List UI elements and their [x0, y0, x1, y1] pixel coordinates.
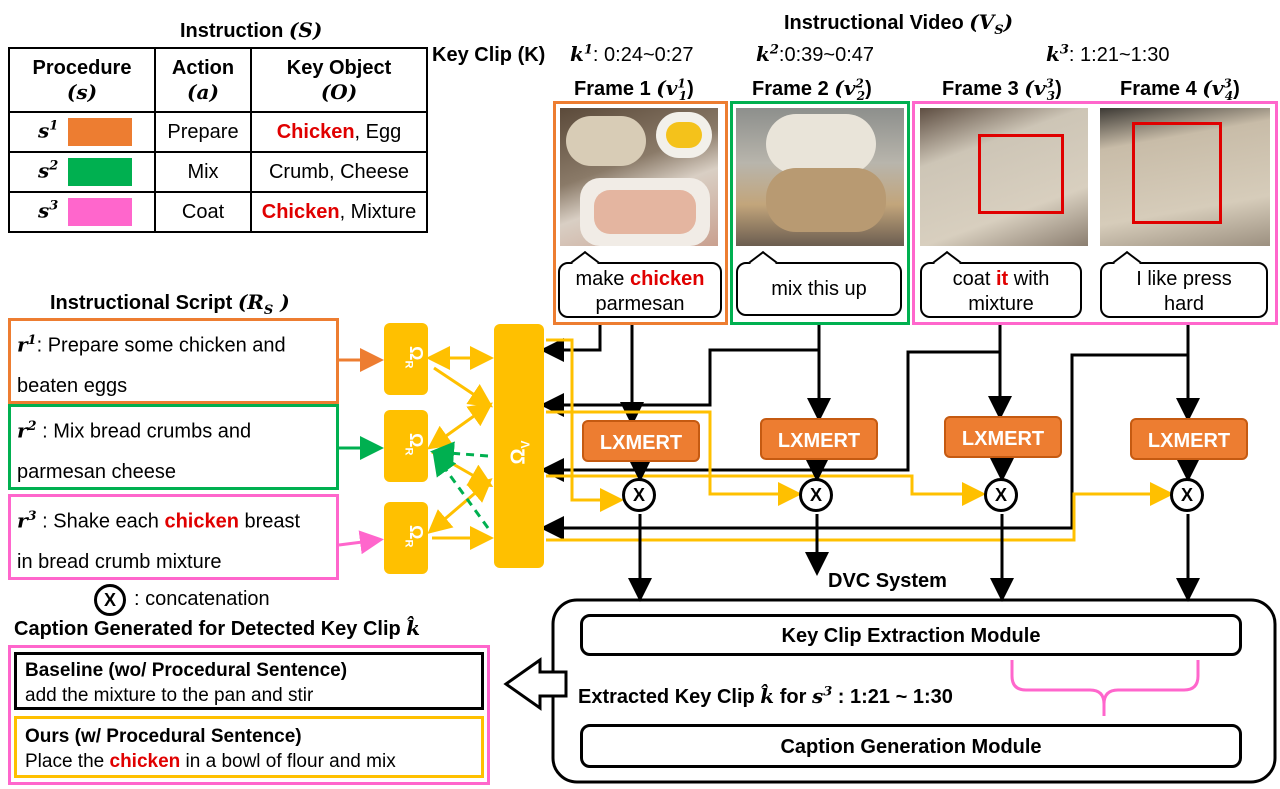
key-clip-extraction-module: Key Clip Extraction Module — [580, 614, 1242, 656]
attention-box — [978, 134, 1064, 214]
frame-34-border — [912, 101, 1278, 325]
concat-node-1: X — [622, 478, 656, 512]
frame-2-image — [736, 108, 904, 246]
lxmert-module-2: LXMERT — [760, 418, 878, 460]
frame-1-border — [553, 101, 728, 325]
arrow — [427, 402, 493, 450]
concat-node-2: X — [799, 478, 833, 512]
concat-node-3: X — [984, 478, 1018, 512]
lxmert-module-4: LXMERT — [1130, 418, 1248, 460]
header-action: Action(a) — [154, 47, 252, 113]
procedure-color-swatch — [68, 118, 133, 146]
table-row: s3 Coat Chicken, Mixture — [8, 191, 428, 233]
frame-2-border — [730, 101, 910, 325]
omega-r-module-2 — [384, 410, 428, 482]
omega-r-label: ΩR — [402, 433, 426, 456]
frame-label-3: Frame 3 (v33) — [942, 76, 1062, 103]
video-title: Instructional Video (VS) — [784, 10, 1014, 38]
captions-title: Caption Generated for Detected Key Clip … — [14, 616, 421, 640]
key-clip-label: Key Clip (K) — [432, 44, 546, 66]
procedure-color-swatch — [68, 158, 133, 186]
speech-bubble-4: I like press hard — [1100, 262, 1268, 318]
frame-label-2: Frame 2 (v22) — [752, 76, 872, 103]
captions-outer-border — [8, 645, 490, 785]
omega-r-label: ΩR — [402, 346, 426, 369]
omega-r-module-1 — [384, 323, 428, 395]
baseline-caption: Baseline (wo/ Procedural Sentence) add t… — [14, 652, 484, 710]
script-title: Instructional Script (RS ) — [50, 290, 290, 318]
concat-legend-icon: X — [94, 584, 126, 616]
arrow — [427, 478, 493, 534]
result-arrow — [503, 657, 568, 711]
omega-r-module-3 — [384, 502, 428, 574]
frame-4-image — [1100, 108, 1270, 246]
header-procedure: Procedure(s) — [8, 47, 156, 113]
frame-label-4: Frame 4 (v34) — [1120, 76, 1240, 103]
table-row: s2 Mix Crumb, Cheese — [8, 151, 428, 193]
lxmert-module-3: LXMERT — [944, 416, 1062, 458]
arrow — [432, 451, 490, 529]
arrow — [431, 450, 494, 487]
instruction-table: Procedure(s) Action(a) Key Object(O) s1 … — [8, 47, 428, 233]
ours-caption: Ours (w/ Procedural Sentence) Place the … — [14, 716, 484, 778]
attention-box — [1132, 122, 1222, 224]
frame-3-image — [920, 108, 1088, 246]
procedure-color-swatch — [68, 198, 133, 226]
frame-label-1: Frame 1 (v11) — [574, 76, 694, 103]
extracted-key-clip-text: Extracted Key Clip k̂ for s3 : 1:21 ~ 1:… — [578, 684, 953, 708]
arrow — [433, 366, 493, 408]
key-clip-2: k2:0:39~0:47 — [756, 42, 874, 66]
dvc-system-title: DVC System — [828, 570, 947, 592]
table-row: s1 Prepare Chicken, Egg — [8, 111, 428, 153]
pink-bracket — [1010, 660, 1200, 716]
caption-generation-module: Caption Generation Module — [580, 724, 1242, 768]
omega-r-label: ΩR — [402, 525, 426, 548]
instruction-title: Instruction (S) — [180, 18, 323, 42]
arrow — [430, 441, 489, 466]
speech-bubble-2: mix this up — [736, 262, 902, 316]
lxmert-module-1: LXMERT — [582, 420, 700, 462]
key-clip-3: k3: 1:21~1:30 — [1046, 42, 1170, 66]
concat-legend-text: : concatenation — [134, 588, 270, 610]
key-clip-1: k1: 0:24~0:27 — [570, 42, 694, 66]
omega-v-module — [494, 324, 544, 568]
header-key-object: Key Object(O) — [250, 47, 428, 113]
concat-node-4: X — [1170, 478, 1204, 512]
omega-v-label: ΩV — [507, 440, 533, 465]
speech-bubble-3: coat it with mixture — [920, 262, 1082, 318]
frame-1-image — [560, 108, 718, 246]
arrow — [338, 530, 384, 555]
